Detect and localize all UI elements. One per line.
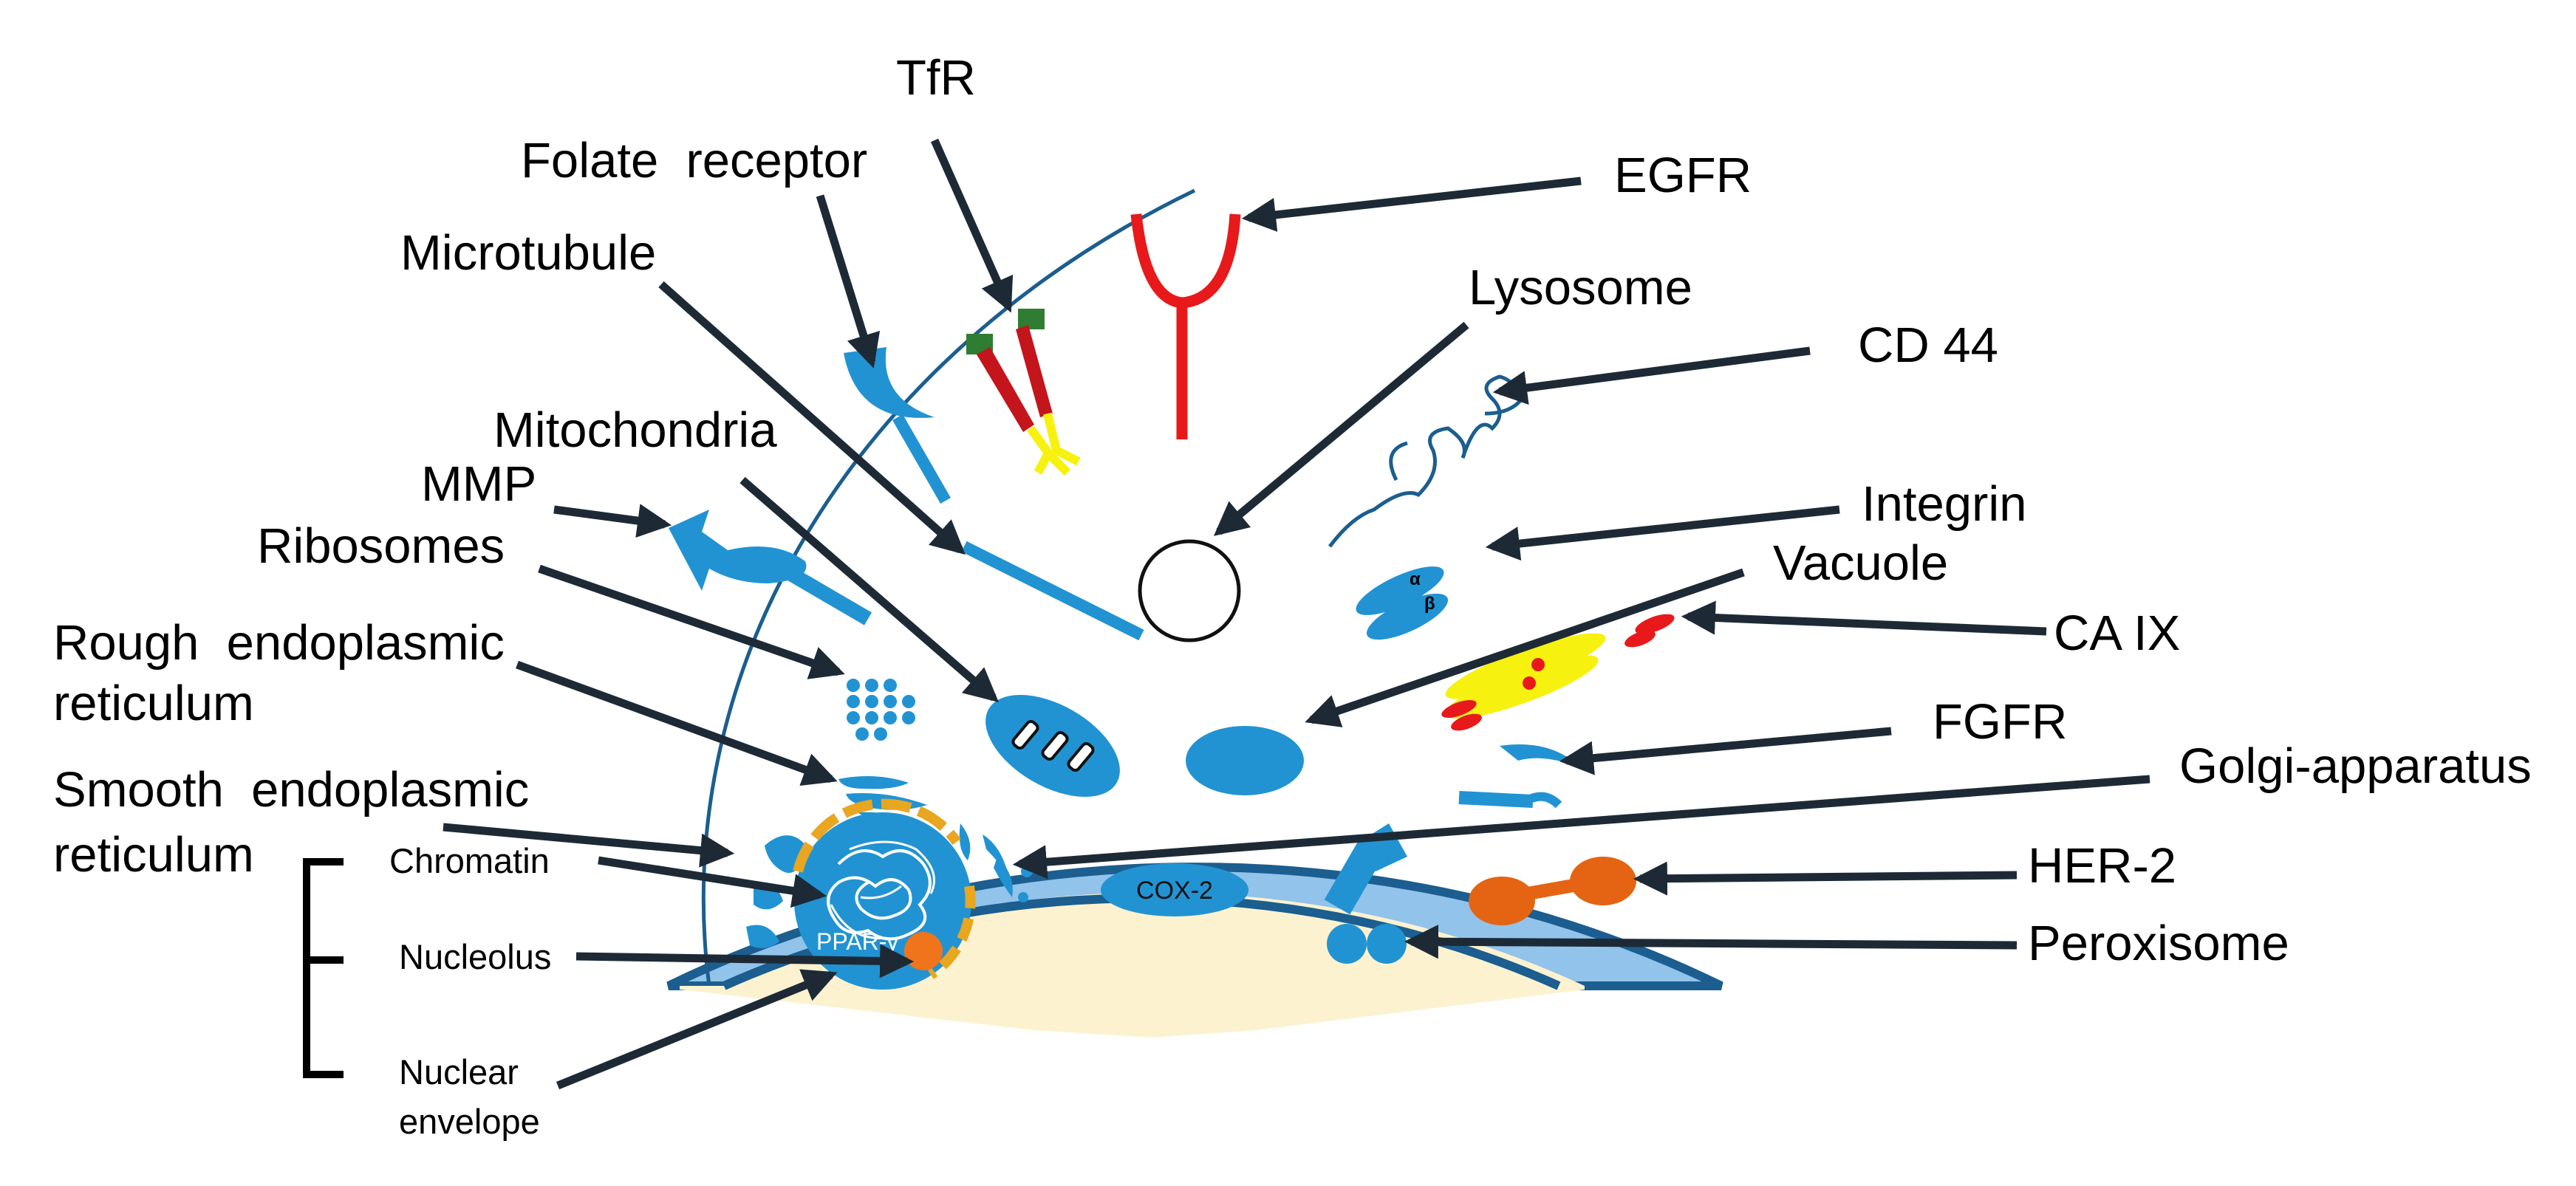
- label-tfr: TfR: [896, 50, 976, 106]
- folate-receptor-shape: [844, 347, 951, 504]
- integrin-alpha: α: [1410, 569, 1421, 589]
- label-cd44: CD 44: [1858, 318, 1998, 373]
- label-mmp: MMP: [421, 456, 536, 512]
- arrow-mitochondria: [739, 476, 999, 703]
- her2-shape: [1469, 857, 1636, 925]
- cox2-text: COX-2: [1136, 877, 1213, 905]
- vacuole-shape: [1186, 726, 1304, 795]
- arrow-vacuole: [1305, 568, 1745, 727]
- integrin-shape: α β: [1356, 566, 1449, 640]
- ca-ix-shape: [1441, 614, 1675, 731]
- egfr-shape: [1130, 213, 1241, 439]
- arrow-nucleolus: [575, 944, 915, 978]
- label-rough-er-line2: reticulum: [53, 676, 254, 731]
- arrow-ribosomes: [538, 564, 845, 679]
- label-ribosomes: Ribosomes: [257, 518, 505, 574]
- leader-arrows: [443, 138, 2150, 1090]
- label-peroxisome: Peroxisome: [2028, 916, 2289, 971]
- arrow-chromatin: [598, 856, 827, 908]
- arrow-nuclear-envelope: [556, 969, 838, 1090]
- mmp-shape: [669, 510, 872, 625]
- arrow-microtubule: [658, 281, 966, 555]
- label-vacuole: Vacuole: [1773, 535, 1948, 591]
- arrow-golgi: [1012, 775, 2150, 880]
- label-nuclear-envelope-line1: Nuclear: [399, 1052, 519, 1091]
- label-integrin: Integrin: [1862, 476, 2026, 532]
- arrow-peroxisome: [1404, 925, 2018, 959]
- label-golgi: Golgi-apparatus: [2179, 738, 2532, 794]
- cox2-shape: COX-2: [1101, 863, 1248, 916]
- label-microtubule: Microtubule: [400, 225, 656, 281]
- arrow-ca-ix: [1681, 600, 2047, 636]
- tfr-shape: [966, 309, 1081, 476]
- arrow-lysosome: [1213, 321, 1469, 536]
- arrow-egfr: [1241, 176, 1582, 232]
- ribosomes-shape: [847, 679, 915, 741]
- arrow-fgfr: [1559, 727, 1892, 775]
- arrow-integrin: [1485, 505, 1840, 561]
- peroxisome-shape: [1327, 924, 1407, 964]
- arrow-folate-receptor: [816, 194, 881, 369]
- lysosome-shape: [1138, 539, 1241, 642]
- label-rough-er-line1: Rough endoplasmic: [53, 615, 505, 671]
- label-mitochondria: Mitochondria: [493, 402, 777, 458]
- label-fgfr: FGFR: [1933, 694, 2067, 750]
- arrow-cd44: [1492, 346, 1811, 405]
- label-chromatin: Chromatin: [389, 841, 550, 880]
- mitochondria-shape: [985, 694, 1120, 798]
- arrow-tfr: [930, 138, 1014, 313]
- label-smooth-er-line2: reticulum: [53, 827, 254, 882]
- arrow-mmp: [553, 504, 672, 538]
- fgfr-shape: [1458, 744, 1581, 809]
- integrin-beta: β: [1424, 594, 1435, 614]
- label-folate-receptor: Folate receptor: [521, 133, 867, 188]
- microtubule-shape: [961, 541, 1144, 641]
- label-nuclear-envelope-line2: envelope: [399, 1102, 540, 1141]
- label-nucleolus: Nucleolus: [399, 937, 551, 976]
- label-smooth-er-line1: Smooth endoplasmic: [53, 762, 529, 817]
- arrow-smooth-er: [443, 823, 735, 868]
- cd44-shape: [1328, 374, 1524, 548]
- label-lysosome: Lysosome: [1469, 260, 1692, 315]
- label-egfr: EGFR: [1614, 148, 1752, 203]
- arrow-rough-er: [516, 660, 838, 786]
- label-her2: HER-2: [2028, 838, 2176, 894]
- nucleolus-dot: [904, 932, 943, 970]
- arrow-her2: [1633, 861, 2018, 896]
- ppar-gamma-text: PPAR-γ: [816, 928, 898, 955]
- nucleus-parts-bracket: [303, 858, 344, 1078]
- nucleus-shape: PPAR-γ: [793, 798, 976, 990]
- label-ca-ix: CA IX: [2054, 606, 2180, 661]
